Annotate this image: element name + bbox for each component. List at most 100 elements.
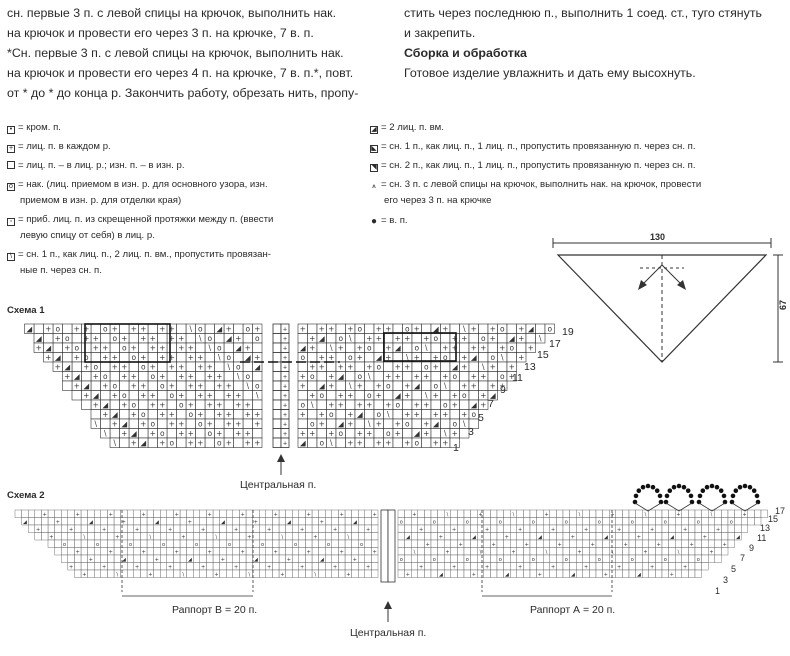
text-line: от * до * до конца р. Закончить работу, … bbox=[7, 86, 359, 100]
chart-cell bbox=[292, 562, 300, 571]
chart-cell bbox=[727, 539, 735, 548]
chart-cell bbox=[113, 509, 121, 518]
chart-cell bbox=[430, 569, 438, 578]
chart-cell bbox=[734, 517, 742, 526]
chart-cell bbox=[133, 569, 141, 578]
chart-cell bbox=[219, 539, 227, 548]
chart-cell bbox=[562, 509, 570, 518]
chart-cell bbox=[265, 547, 273, 556]
chart-cell bbox=[62, 380, 73, 391]
chart-cell-symbol: + bbox=[208, 512, 212, 518]
chart-cell bbox=[615, 539, 623, 548]
chart-cell bbox=[562, 539, 570, 548]
chart-cell-symbol: + bbox=[518, 324, 524, 333]
chart-cell bbox=[93, 554, 101, 563]
chart-cell bbox=[371, 532, 379, 541]
chart-cell bbox=[602, 509, 610, 518]
chart-cell-symbol: + bbox=[169, 353, 175, 362]
chart-cell bbox=[510, 562, 518, 571]
crochet-cluster-mark bbox=[665, 502, 693, 512]
chart-cell-symbol: + bbox=[245, 438, 251, 447]
chart-cell-symbol: ◢ bbox=[319, 381, 325, 390]
chart-cell-symbol: + bbox=[716, 527, 720, 533]
chart-cell-symbol: + bbox=[150, 334, 156, 343]
chart-cell bbox=[113, 524, 121, 533]
chart-cell bbox=[497, 380, 508, 391]
chart-cell-symbol: \ bbox=[208, 343, 211, 352]
chart-cell-symbol: + bbox=[395, 362, 401, 371]
chart-cell bbox=[675, 517, 683, 526]
chart-cell bbox=[589, 569, 597, 578]
chart-cell-symbol: + bbox=[353, 557, 357, 563]
chart-cell bbox=[206, 517, 214, 526]
chart-cell bbox=[232, 539, 240, 548]
chart-cell bbox=[140, 517, 148, 526]
chart-cell bbox=[562, 547, 570, 556]
chain-stitch-dot-icon: ● bbox=[370, 216, 378, 227]
chart-cell bbox=[424, 569, 432, 578]
chart-cell bbox=[655, 547, 663, 556]
chart-cell bbox=[470, 509, 478, 518]
chart-cell bbox=[556, 517, 564, 526]
chart-cell bbox=[404, 539, 412, 548]
chart-cell-symbol: + bbox=[131, 410, 137, 419]
chart-cell-symbol: + bbox=[683, 564, 687, 570]
chart-cell bbox=[173, 517, 181, 526]
chart-cell-symbol: + bbox=[235, 429, 241, 438]
chart-cell bbox=[543, 554, 551, 563]
chart-cell bbox=[107, 562, 115, 571]
chart-cell bbox=[252, 539, 260, 548]
chart-cell bbox=[615, 569, 623, 578]
chain-stitch-dot bbox=[689, 499, 695, 505]
row-number: 1 bbox=[715, 586, 721, 596]
chart-cell bbox=[259, 524, 267, 533]
chart-cell bbox=[364, 554, 372, 563]
chart-cell-symbol: + bbox=[283, 365, 287, 372]
chart-cell bbox=[516, 352, 527, 363]
chart-cell bbox=[444, 562, 452, 571]
chart-cell-symbol: \ bbox=[444, 429, 447, 438]
chart-cell-symbol: + bbox=[102, 527, 106, 533]
chart-cell bbox=[232, 569, 240, 578]
chart-cell bbox=[457, 509, 465, 518]
chart-cell bbox=[358, 547, 366, 556]
chart-cell-symbol: + bbox=[131, 343, 137, 352]
chart-cell-symbol: o bbox=[310, 372, 315, 381]
chart-cell-symbol: \ bbox=[104, 429, 107, 438]
chart-cell bbox=[404, 554, 412, 563]
chart-cell-symbol: ◢ bbox=[245, 353, 251, 362]
chart-cell bbox=[173, 532, 181, 541]
chart-cell bbox=[41, 524, 49, 533]
chart-cell-symbol: o bbox=[150, 419, 155, 428]
chart-cell bbox=[219, 562, 227, 571]
legend-item: = лиц. п. – в лиц. р.; изн. п. – в изн. … bbox=[7, 158, 185, 174]
chart-cell bbox=[721, 547, 729, 556]
chart-cell-symbol: o bbox=[664, 557, 667, 563]
chart-cell bbox=[529, 547, 537, 556]
chart-cell-symbol: + bbox=[216, 372, 222, 381]
chart-cell-symbol: + bbox=[207, 391, 213, 400]
chart-cell-symbol: + bbox=[461, 410, 467, 419]
chart-cell bbox=[642, 532, 650, 541]
chart-cell-symbol: \ bbox=[189, 324, 192, 333]
chart-cell bbox=[708, 532, 716, 541]
chart-cell bbox=[529, 524, 537, 533]
chart-cell bbox=[569, 509, 577, 518]
chart-cell bbox=[681, 554, 689, 563]
chart-cell bbox=[430, 509, 438, 518]
chart-cell-symbol: ◢ bbox=[287, 519, 291, 525]
chart-cell bbox=[576, 562, 584, 571]
center-arrow-head bbox=[277, 454, 285, 462]
chart-cell bbox=[318, 569, 326, 578]
chart-cell-symbol: + bbox=[307, 549, 311, 555]
chart-cell-symbol: ◢ bbox=[26, 324, 32, 333]
chart-cell-symbol: + bbox=[245, 400, 251, 409]
chart-cell-symbol: + bbox=[169, 362, 175, 371]
chart-cell-symbol: + bbox=[442, 410, 448, 419]
chart-cell bbox=[490, 524, 498, 533]
chart-cell-symbol: + bbox=[159, 400, 165, 409]
chart-cell bbox=[688, 509, 696, 518]
chart-cell bbox=[701, 539, 709, 548]
chart-cell bbox=[417, 532, 425, 541]
chart-cell-symbol: \ bbox=[94, 419, 97, 428]
